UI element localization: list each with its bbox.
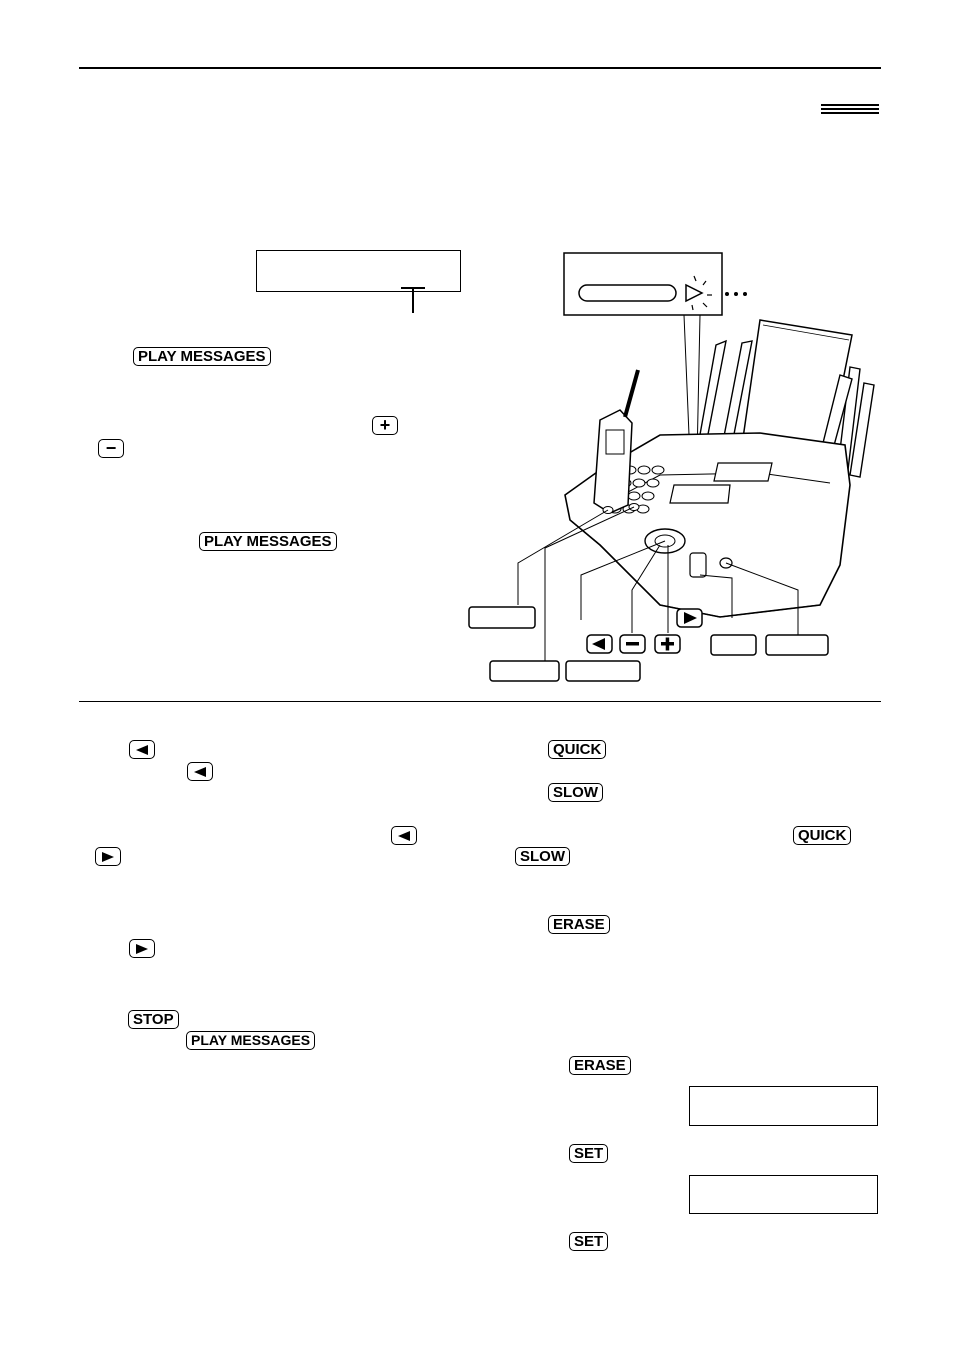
play-messages-key: PLAY MESSAGES — [186, 1031, 316, 1050]
label-box-2 — [489, 660, 560, 682]
display-example-box — [256, 250, 461, 292]
display-pointer-line — [412, 287, 414, 313]
label-box-5 — [765, 634, 829, 656]
top-rule — [79, 67, 881, 69]
quick-key: QUICK — [548, 740, 607, 759]
stop-key: STOP — [128, 1010, 179, 1029]
display-example-box — [689, 1175, 878, 1214]
section-divider — [79, 701, 881, 702]
slow-key: SLOW — [548, 783, 603, 802]
rewind-key-icon — [391, 826, 417, 845]
section-marker-line-3 — [821, 112, 879, 114]
erase-key: ERASE — [569, 1056, 631, 1075]
dots-icon — [725, 292, 747, 296]
fax-machine-illustration — [468, 252, 875, 682]
set-key: SET — [569, 1144, 609, 1163]
display-callout-box — [563, 252, 723, 316]
play-messages-key: PLAY MESSAGES — [133, 347, 271, 366]
quick-key: QUICK — [793, 826, 852, 845]
minus-key-icon: − — [98, 439, 124, 458]
display-example-box — [689, 1086, 878, 1126]
section-marker-line-1 — [821, 104, 879, 106]
cordless-handset — [593, 409, 633, 514]
section-marker-line-2 — [821, 108, 879, 110]
play-messages-key: PLAY MESSAGES — [199, 532, 337, 551]
label-box-3 — [565, 660, 641, 682]
plus-glyph: + — [379, 415, 391, 435]
rewind-key-icon — [129, 740, 155, 759]
display-callout-pill — [578, 284, 677, 302]
plus-key-icon: + — [372, 416, 398, 435]
forward-key-icon — [129, 939, 155, 958]
set-key: SET — [569, 1232, 609, 1251]
play-indicator-icon — [685, 283, 704, 303]
blink-rays-icon — [691, 275, 712, 311]
rewind-key-icon — [187, 762, 213, 781]
label-box-1 — [468, 606, 536, 629]
minus-glyph: − — [105, 438, 117, 458]
forward-key-icon — [95, 847, 121, 866]
slow-key: SLOW — [515, 847, 570, 866]
erase-key: ERASE — [548, 915, 610, 934]
fax-display — [669, 484, 731, 504]
label-box-4 — [710, 634, 757, 656]
